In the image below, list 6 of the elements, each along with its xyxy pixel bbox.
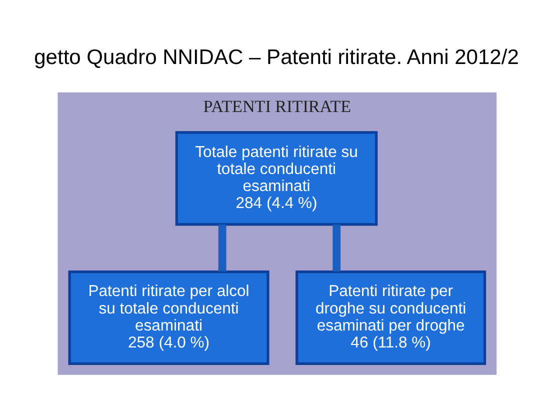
node-box: Totale patenti ritirate su totale conducenti esaminati 284 (4.4 %) [175, 130, 378, 226]
connector [332, 224, 341, 271]
node-box: Patenti ritirate per alcol su totale conducenti esaminati 258 (4.0 %) [68, 270, 270, 365]
connector [218, 224, 226, 271]
label: getto Quadro NNIDAC – Patenti ritirate. Anni 2012/2 [34, 45, 519, 68]
node-box: Patenti ritirate per droghe su conducenti esaminati per droghe 46 (11.8 %) [296, 270, 486, 365]
